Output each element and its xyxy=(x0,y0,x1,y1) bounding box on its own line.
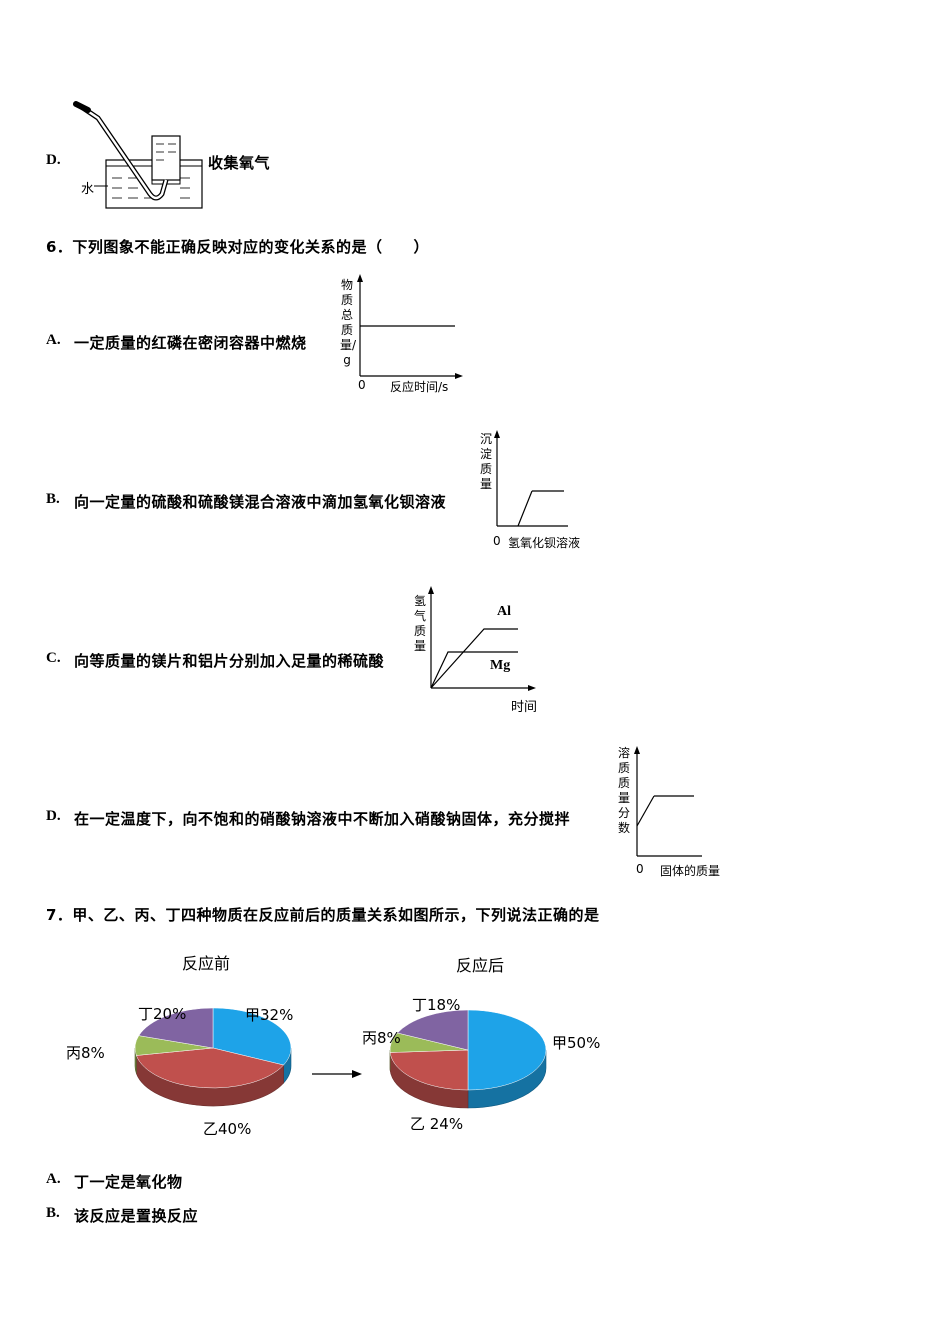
graph-origin: 0 xyxy=(358,378,366,392)
option-text: 该反应是置换反应 xyxy=(74,1207,199,1225)
graph-d xyxy=(634,746,702,857)
graph-x-label: 固体的质量 xyxy=(660,864,721,878)
option-text: 一定质量的红磷在密闭容器中燃烧 xyxy=(74,334,307,352)
pie-slice-甲 xyxy=(467,1009,547,1091)
option-text: 收集氧气 xyxy=(208,154,271,172)
graph-origin: 0 xyxy=(493,534,501,548)
pie-label: 丙8% xyxy=(362,1029,401,1047)
pie-slice-甲 xyxy=(212,1007,292,1066)
graph-y-label: 溶质质量分数 xyxy=(617,746,630,835)
pie-label: 丙8% xyxy=(66,1044,105,1062)
pie-label: 乙 24% xyxy=(410,1115,464,1133)
pie-label: 乙40% xyxy=(203,1120,252,1138)
pie-title-after: 反应后 xyxy=(456,956,505,975)
pie-charts xyxy=(134,1007,547,1109)
option-text: 在一定温度下，向不饱和的硝酸钠溶液中不断加入硝酸钠固体，充分搅拌 xyxy=(74,810,571,828)
series-label-mg: Mg xyxy=(490,658,511,673)
graph-x-label: 反应时间/s xyxy=(390,380,449,394)
pie-label: 甲32% xyxy=(245,1006,294,1024)
graph-x-label: 氢氧化钡溶液 xyxy=(508,536,581,550)
pie-slice-乙 xyxy=(136,1047,285,1089)
pie-title-before: 反应前 xyxy=(182,954,231,973)
graph-b xyxy=(494,430,568,527)
question-stem: 6．下列图象不能正确反映对应的变化关系的是（ ） xyxy=(46,238,429,256)
graph-y-label: 氢气质量 xyxy=(413,594,426,653)
water-label: 水 xyxy=(81,182,95,197)
series-line-mg xyxy=(430,651,518,689)
series-line-al xyxy=(430,628,518,689)
fraction-rise-line xyxy=(636,795,655,827)
option-text: 向一定量的硫酸和硫酸镁混合溶液中滴加氢氧化钡溶液 xyxy=(74,493,447,511)
option-letter: A. xyxy=(46,332,61,348)
graph-y-label: 沉淀质量 xyxy=(479,432,492,491)
option-letter: C. xyxy=(46,650,61,666)
gas-collection-apparatus-diagram xyxy=(73,101,203,209)
question-stem: 7．甲、乙、丙、丁四种物质在反应前后的质量关系如图所示，下列说法正确的是 xyxy=(46,906,600,924)
pie-slice-丁 xyxy=(138,1007,214,1049)
graph-origin: 0 xyxy=(636,862,644,876)
option-letter: B. xyxy=(46,1205,60,1221)
option-letter: B. xyxy=(46,491,60,507)
option-text: 丁一定是氧化物 xyxy=(74,1173,183,1191)
option-letter: D. xyxy=(46,808,61,824)
option-letter: A. xyxy=(46,1171,61,1187)
pie-label: 甲50% xyxy=(552,1034,601,1052)
graph-a xyxy=(357,274,463,379)
option-text: 向等质量的镁片和铝片分别加入足量的稀硫酸 xyxy=(74,652,385,670)
reaction-arrow-head xyxy=(352,1070,362,1078)
pie-label: 丁20% xyxy=(138,1005,187,1023)
pie-slice-乙 xyxy=(389,1049,469,1091)
graph-y-label: 物质总质量/g xyxy=(340,278,357,367)
pie-slice-丁 xyxy=(396,1009,469,1051)
graph-c xyxy=(428,586,536,691)
option-letter: D. xyxy=(46,152,61,168)
pie-label: 丁18% xyxy=(412,996,461,1014)
graph-x-label: 时间 xyxy=(511,700,538,715)
series-label-al: Al xyxy=(497,604,511,619)
precipitate-rise-line xyxy=(517,490,533,527)
